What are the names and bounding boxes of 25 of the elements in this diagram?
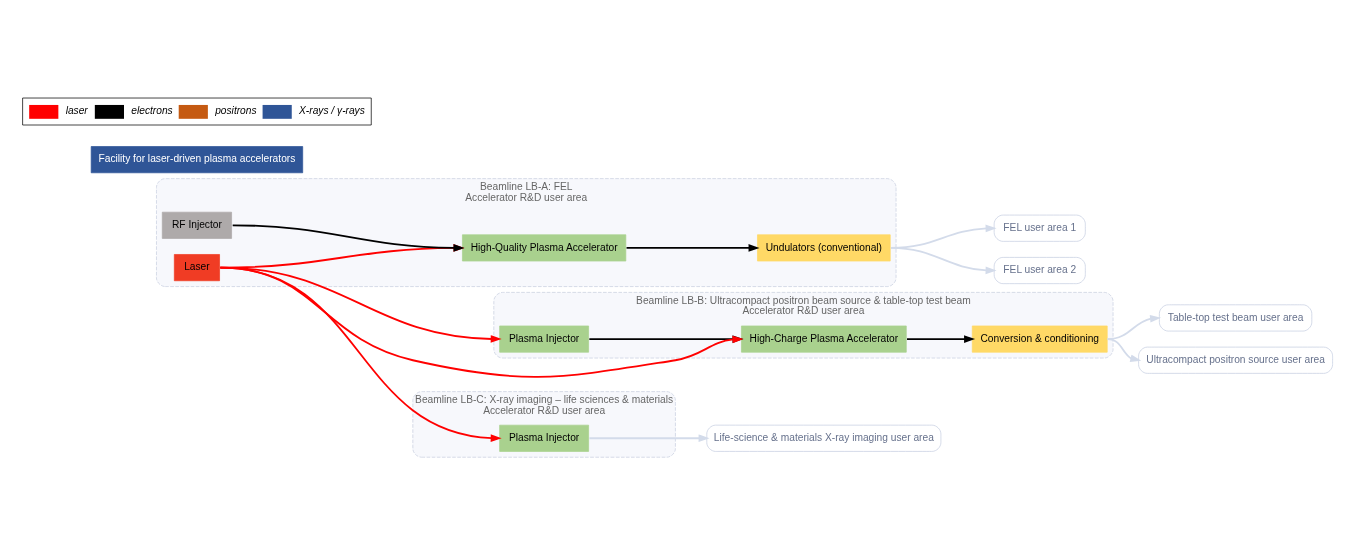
legend-label: X-rays / γ-rays (299, 104, 365, 116)
node-box: FEL user area 1 (993, 214, 1086, 242)
node-box: Undulators (conventional) (757, 234, 891, 262)
arrow (906, 335, 976, 343)
node-box: Conversion & conditioning (971, 325, 1108, 353)
arrow (588, 434, 710, 443)
node-box: High-Quality Plasma Accelerator (462, 234, 627, 262)
node-box: Plasma Injector (499, 424, 589, 452)
arrow (231, 224, 465, 252)
node-box: High-Charge Plasma Accelerator (741, 325, 907, 353)
node-box: FEL user area 2 (993, 257, 1086, 284)
arrow (1106, 338, 1142, 363)
node-box: Plasma Injector (499, 325, 589, 353)
arrow (219, 244, 465, 269)
node-box: RF Injector (161, 211, 232, 239)
node-box: Table-top test beam user area (1159, 304, 1313, 332)
arrow (890, 247, 997, 275)
node-box: Ultracompact positron source user area (1138, 346, 1333, 374)
node-box: Life-science & materials X-ray imaging user area (706, 424, 942, 452)
arrow (625, 244, 760, 252)
node-box: Laser (173, 254, 220, 282)
node-box: Facility for laser-driven plasma accelerators (90, 146, 304, 174)
legend-label: electrons (131, 104, 173, 116)
legend-label: positrons (215, 104, 257, 116)
legend-label: laser (65, 104, 88, 116)
